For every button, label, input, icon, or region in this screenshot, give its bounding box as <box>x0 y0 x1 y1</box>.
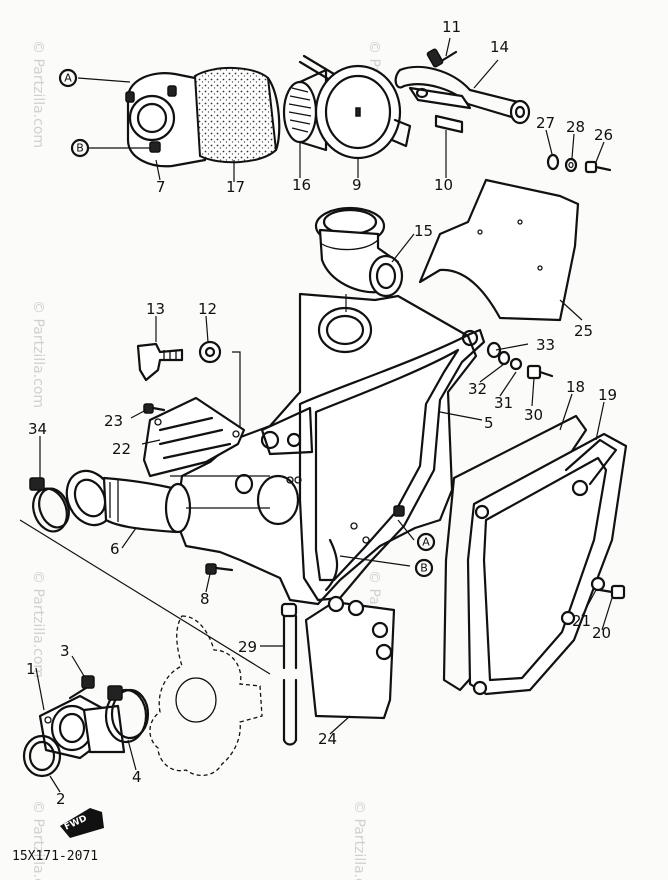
callout-23: 23 <box>104 412 123 430</box>
carburetor-outline <box>149 615 263 776</box>
callout-11: 11 <box>442 18 461 36</box>
part-7-case-cap <box>125 72 207 168</box>
watermark-5: © Partzilla.com <box>30 570 46 678</box>
part-34-clamp <box>29 477 70 533</box>
callout-17: 17 <box>226 178 245 196</box>
part-3-bolt <box>68 675 95 700</box>
part-6-intake-boot <box>65 469 192 534</box>
callout-9: 9 <box>352 176 362 194</box>
part-13-elbow <box>136 342 184 382</box>
ref-a-top: A <box>64 72 72 85</box>
callout-15: 15 <box>414 222 433 240</box>
callout-10: 10 <box>434 176 453 194</box>
callout-13: 13 <box>146 300 165 318</box>
callout-18: 18 <box>566 378 585 396</box>
callout-6: 6 <box>110 540 120 558</box>
part-17-foam-element <box>193 67 281 164</box>
leader-lines <box>19 37 613 793</box>
part-23-screw <box>143 403 166 414</box>
part-10-bracket <box>408 86 472 134</box>
part-11-screw <box>426 48 458 68</box>
callout-25: 25 <box>574 322 593 340</box>
callout-7: 7 <box>156 178 166 196</box>
callout-34: 34 <box>28 420 47 438</box>
callout-27: 27 <box>536 114 555 132</box>
callout-26: 26 <box>594 126 613 144</box>
diagram-code: 15X171-2071 <box>12 849 98 864</box>
part-22-plate <box>142 396 246 478</box>
callout-8: 8 <box>200 590 210 608</box>
callout-33: 33 <box>536 336 555 354</box>
fwd-arrow-icon: FWD <box>60 808 104 838</box>
watermark-7: © Partzilla.com <box>30 800 46 880</box>
callout-3: 3 <box>60 642 70 660</box>
callout-28: 28 <box>566 118 585 136</box>
callout-14: 14 <box>490 38 509 56</box>
parts-20-21-fasteners <box>590 576 626 600</box>
callout-24: 24 <box>318 730 337 748</box>
watermark-3: © Partzilla.com <box>30 300 46 408</box>
reference-markers: A B A B <box>58 68 436 578</box>
watermark-8: © Partzilla.com <box>351 800 367 880</box>
parts-30-33-fasteners <box>486 341 554 380</box>
callout-5: 5 <box>484 414 494 432</box>
part-19-side-cover <box>466 432 628 696</box>
part-8-screw <box>205 563 234 575</box>
part-5-gasket-frame <box>260 328 486 602</box>
ref-a-bottom: A <box>422 536 430 549</box>
callout-numbers: 1 2 3 4 5 6 7 8 9 10 11 12 13 14 15 16 1… <box>26 18 617 808</box>
callout-29: 29 <box>238 638 257 656</box>
callout-32: 32 <box>468 380 487 398</box>
part-25-side-plate <box>418 178 580 322</box>
callout-22: 22 <box>112 440 131 458</box>
parts-26-27-28-fasteners <box>546 153 612 174</box>
callout-1: 1 <box>26 660 36 678</box>
airbox-housing <box>174 292 478 606</box>
part-29-drain-tube <box>280 602 298 746</box>
ref-b-bottom: B <box>420 562 428 575</box>
watermark-1: © Partzilla.com <box>30 40 46 148</box>
callout-30: 30 <box>524 406 543 424</box>
part-4-clamp <box>104 685 150 744</box>
callout-21: 21 <box>572 612 591 630</box>
callout-31: 31 <box>494 394 513 412</box>
ref-b-top: B <box>76 142 84 155</box>
callout-2: 2 <box>56 790 66 808</box>
callout-4: 4 <box>132 768 142 786</box>
callout-12: 12 <box>198 300 217 318</box>
part-24-flap <box>304 595 396 720</box>
part-15-intake-duct <box>314 206 404 298</box>
part-12-grommet <box>198 340 222 364</box>
callout-20: 20 <box>592 624 611 642</box>
callout-19: 19 <box>598 386 617 404</box>
callout-16: 16 <box>292 176 311 194</box>
part-2-o-ring <box>22 734 62 778</box>
part-9-case-cover <box>314 64 412 160</box>
